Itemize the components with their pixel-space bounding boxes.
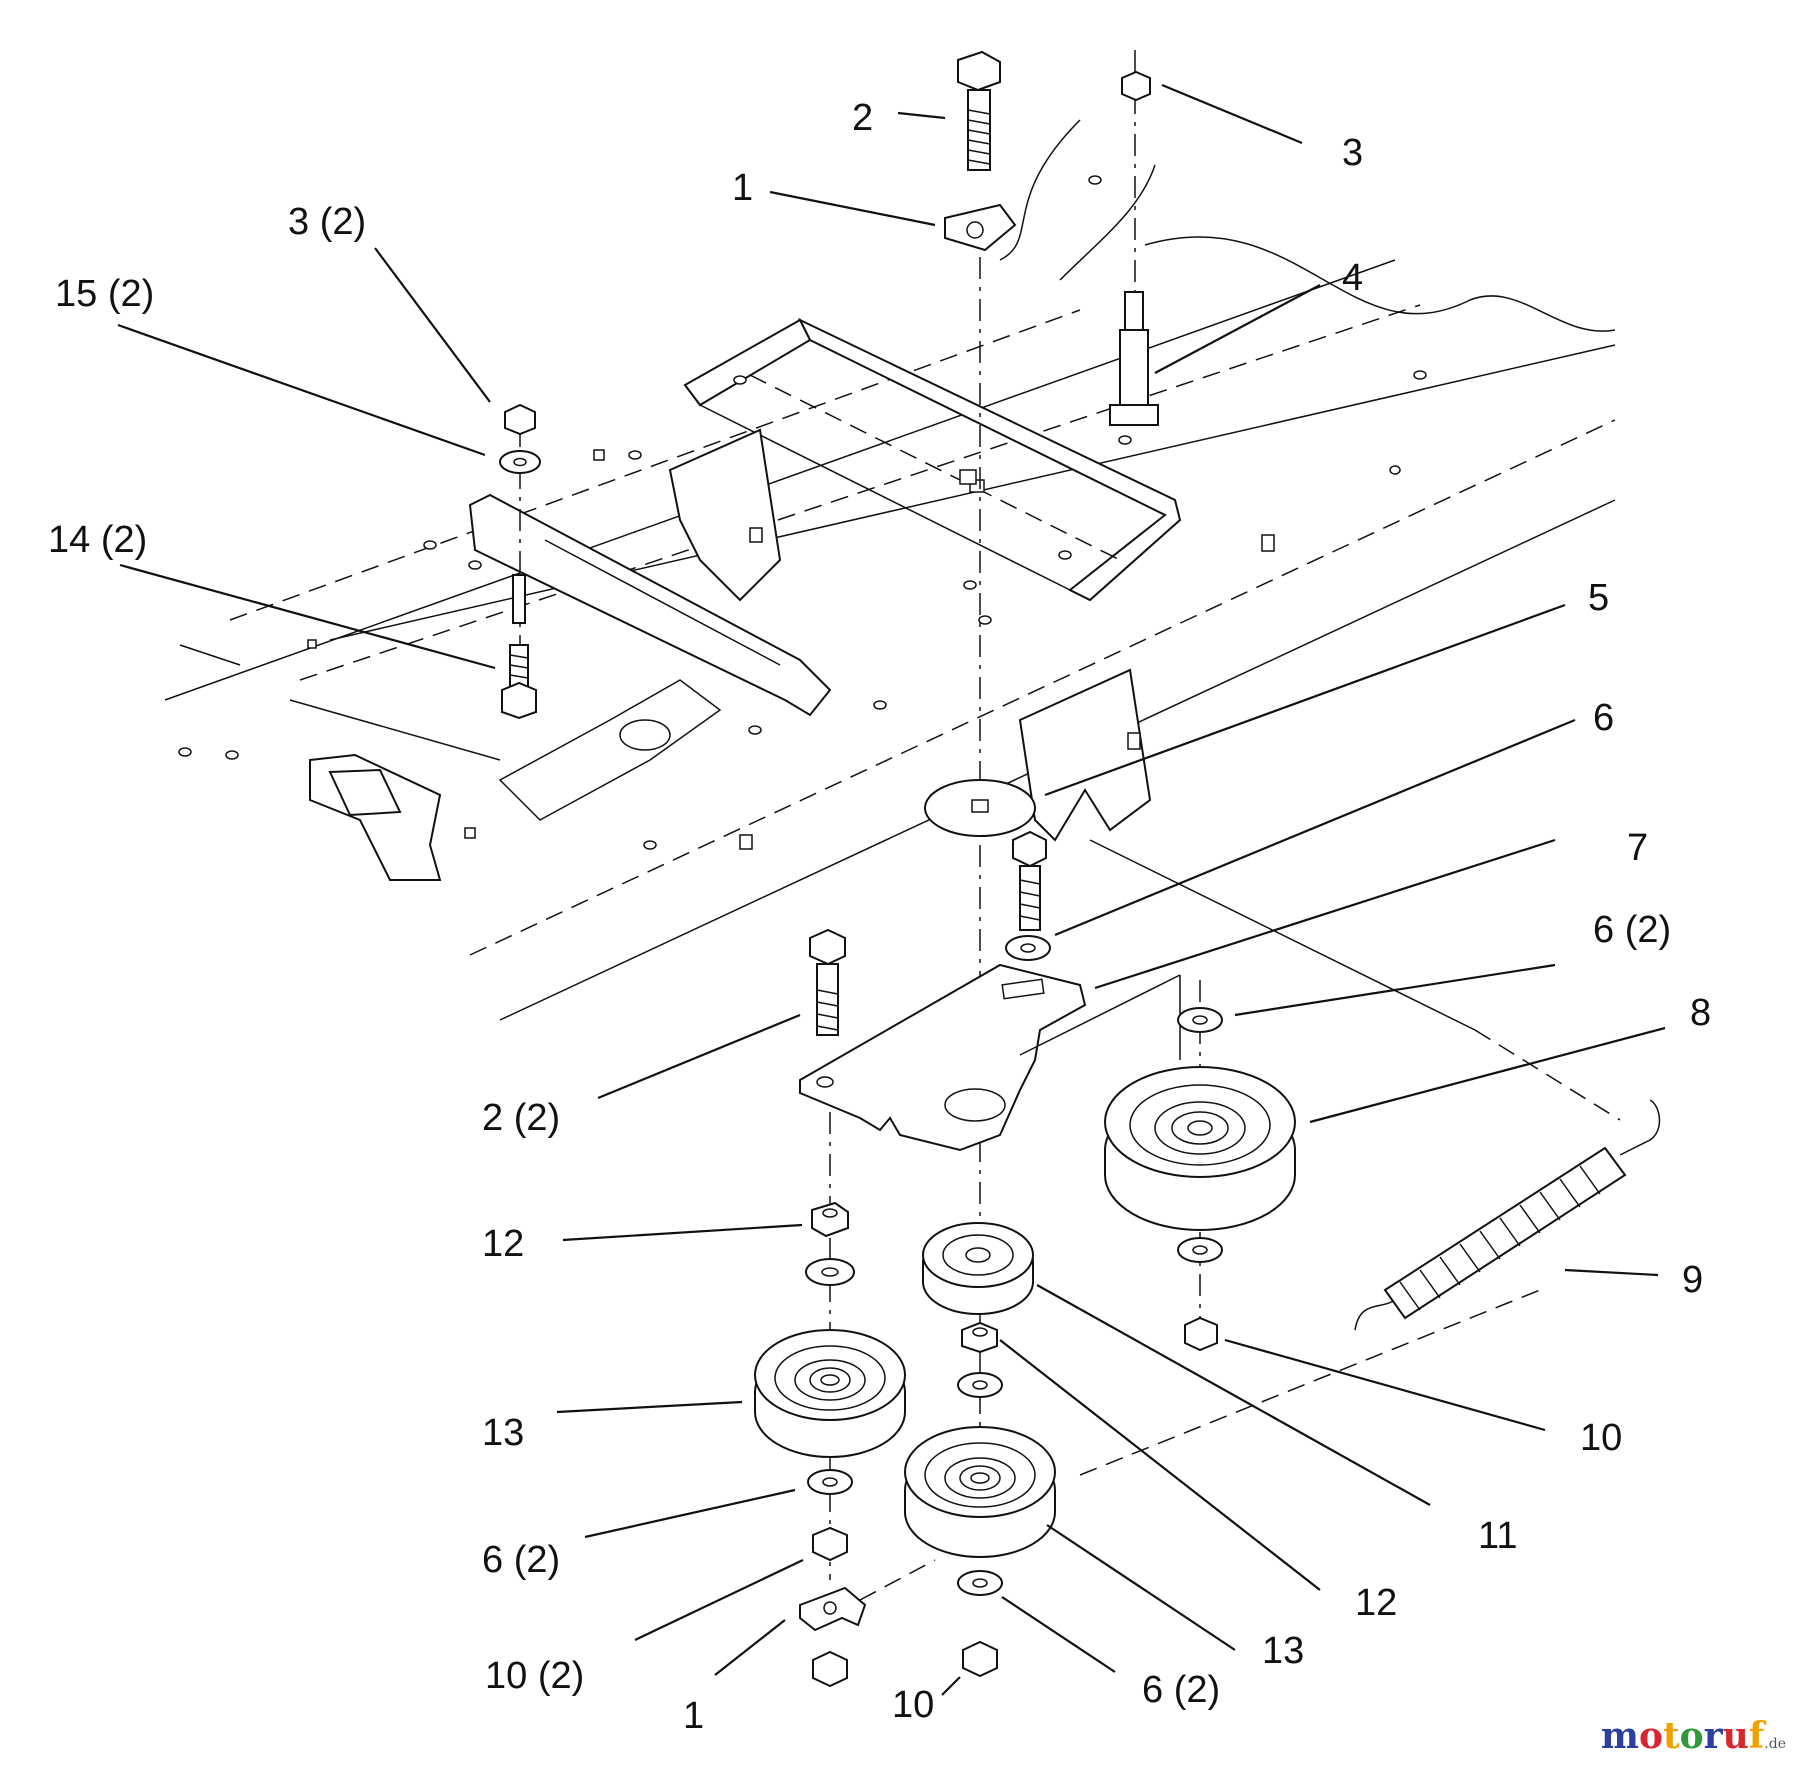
- spacer-right: [957, 1321, 1003, 1398]
- callout-5: 5: [1588, 577, 1609, 619]
- spacer-disc: [924, 779, 1036, 837]
- callout-6x2-c: 6 (2): [1142, 1669, 1220, 1711]
- callout-10x2: 10 (2): [485, 1655, 584, 1697]
- bolt-arm: [809, 928, 846, 1036]
- callout-6x2-a: 6 (2): [1593, 909, 1671, 951]
- callout-7: 7: [1627, 827, 1648, 869]
- watermark-letters: motoruf: [1601, 1715, 1764, 1757]
- callout-1-bottom: 1: [683, 1695, 704, 1737]
- callout-10-right: 10: [1580, 1417, 1622, 1459]
- chassis-frame: [164, 119, 1616, 1021]
- idler-pulley-right: [904, 1426, 1056, 1558]
- watermark-letter: r: [1703, 1715, 1723, 1757]
- lower-right-stack: [957, 1570, 1003, 1678]
- watermark-letter: m: [1600, 1715, 1639, 1757]
- callout-15x2: 15 (2): [55, 273, 154, 315]
- site-watermark-logo: motoruf.de: [1601, 1715, 1786, 1757]
- leader-lines: [117, 83, 1666, 1696]
- pivot-shaft: [959, 291, 1159, 485]
- pivot-bolt-washer: [1005, 830, 1051, 961]
- spacer-left: [805, 1201, 855, 1286]
- callout-8: 8: [1690, 992, 1711, 1034]
- watermark-letter: o: [1638, 1715, 1663, 1757]
- callout-14x2: 14 (2): [48, 519, 147, 561]
- callout-3-top: 3: [1342, 132, 1363, 174]
- idler-pulley-large: [1104, 1066, 1296, 1231]
- callout-13-right: 13: [1262, 1630, 1304, 1672]
- callout-6x2-b: 6 (2): [482, 1539, 560, 1581]
- callout-4: 4: [1342, 257, 1363, 299]
- bolt-top: [957, 50, 1001, 171]
- callout-2-top: 2: [852, 97, 873, 139]
- callout-9: 9: [1682, 1259, 1703, 1301]
- lower-left-stack: [799, 1469, 867, 1688]
- watermark-letter: t: [1662, 1715, 1680, 1757]
- nut-right: [1184, 1316, 1218, 1352]
- callout-3x2: 3 (2): [288, 201, 366, 243]
- callout-1-top: 1: [732, 167, 753, 209]
- callout-12-right: 12: [1355, 1582, 1397, 1624]
- callout-13-left: 13: [482, 1412, 524, 1454]
- frame-holes: [178, 175, 1427, 850]
- callout-2x2: 2 (2): [482, 1097, 560, 1139]
- nut-and-washer-left: [499, 403, 541, 474]
- idler-pulley-left: [754, 1329, 906, 1458]
- watermark-suffix: .de: [1764, 1736, 1786, 1752]
- callout-11: 11: [1478, 1515, 1517, 1557]
- watermark-letter: f: [1748, 1715, 1765, 1757]
- watermark-letter: u: [1722, 1715, 1749, 1757]
- clip-top: [944, 203, 1017, 252]
- assembly-axes: [519, 50, 1621, 1601]
- pivot-bushing: [922, 1222, 1034, 1315]
- callout-12-left: 12: [482, 1223, 524, 1265]
- callout-10-bottom: 10: [892, 1684, 934, 1726]
- tension-spring: [1354, 1099, 1661, 1331]
- callout-6: 6: [1593, 697, 1614, 739]
- nut-top: [1121, 70, 1151, 102]
- watermark-letter: o: [1679, 1715, 1704, 1757]
- callout-labels: 2 3 1 3 (2) 4 15 (2) 14 (2) 5 6 7 6 (2) …: [48, 97, 1711, 1737]
- bolt-left: [501, 574, 537, 720]
- idler-arm: [799, 963, 1181, 1152]
